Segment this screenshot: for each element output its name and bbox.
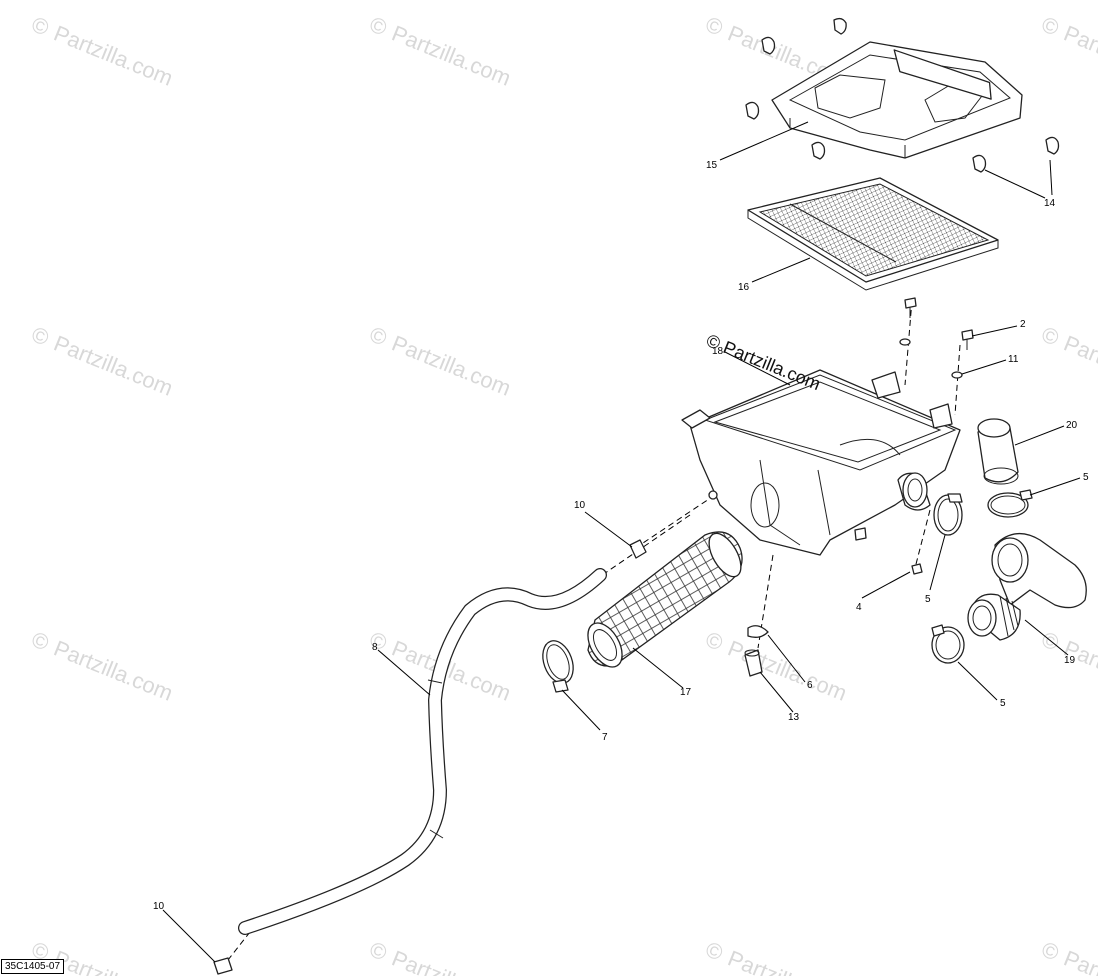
watermark: © <box>28 321 52 350</box>
drawing-number: 35C1405-07 <box>1 959 65 974</box>
callout-6: 6 <box>807 680 813 691</box>
cover-clips <box>745 17 1060 173</box>
callout-20: 20 <box>1066 420 1078 431</box>
drain-valve <box>744 625 769 677</box>
callout-14: 14 <box>1044 198 1056 209</box>
retainer <box>911 563 923 575</box>
washer <box>899 338 911 346</box>
callout-2: 2 <box>1020 319 1026 330</box>
callout-4: 4 <box>856 602 862 613</box>
watermark: © <box>1038 321 1062 350</box>
callout-5: 5 <box>925 594 931 605</box>
watermark: © <box>702 626 726 655</box>
callout-18: 18 <box>712 346 724 357</box>
watermark: © <box>1038 11 1062 40</box>
watermark: Partzilla.com <box>50 20 176 90</box>
watermark: © <box>28 626 52 655</box>
air-box-body <box>681 369 961 556</box>
callout-8: 8 <box>372 642 378 653</box>
callout-7: 7 <box>602 732 608 743</box>
callout-5: 5 <box>1000 698 1006 709</box>
pre-filter-cap <box>977 418 1019 485</box>
callout-11: 11 <box>1008 354 1019 365</box>
outlet-duct <box>967 533 1087 641</box>
callout-16: 16 <box>738 282 750 293</box>
callout-17: 17 <box>680 687 692 698</box>
watermark: Partzilla.com <box>1060 635 1098 705</box>
watermark: Partzilla.com <box>1060 945 1098 976</box>
watermark: Partzilla.com <box>388 945 514 976</box>
watermark: Partzilla.com <box>724 945 850 976</box>
watermark: Partzilla.com <box>50 945 176 976</box>
air-box-cover <box>771 41 1023 159</box>
intake-clamp <box>542 640 574 693</box>
hose-clamps <box>931 489 1033 664</box>
watermark: Partzilla.com <box>50 330 176 400</box>
watermark: © <box>702 11 726 40</box>
callout-15: 15 <box>706 160 718 171</box>
washer <box>951 371 963 379</box>
screws <box>904 297 974 350</box>
callouts: 15 14 16 2 18 11 20 5 10 4 5 19 8 6 17 5… <box>153 160 1089 912</box>
intake-bellows <box>587 531 743 668</box>
copyright-stamp: © Partzilla.com <box>704 330 824 394</box>
hose-fitting <box>629 539 647 559</box>
callout-10: 10 <box>574 500 586 511</box>
watermark: © <box>366 321 390 350</box>
callout-19: 19 <box>1064 655 1076 666</box>
watermark: © <box>1038 936 1062 965</box>
watermark: Partzilla.com <box>50 635 176 705</box>
watermark: Partzilla.com <box>1060 20 1098 90</box>
callout-10: 10 <box>153 901 165 912</box>
watermark: Partzilla.com <box>388 330 514 400</box>
watermark: © <box>366 626 390 655</box>
hose-fitting <box>213 957 233 975</box>
callout-5: 5 <box>1083 472 1089 483</box>
watermark: © <box>28 11 52 40</box>
watermark: © <box>366 936 390 965</box>
watermark: © <box>702 936 726 965</box>
watermark: © <box>366 11 390 40</box>
copyright-stamp-text: © Partzilla.com <box>704 330 824 394</box>
leader-lines <box>162 121 1081 963</box>
watermark: Partzilla.com <box>388 20 514 90</box>
watermark-layer: ©Partzilla.com ©Partzilla.com ©Partzilla… <box>28 11 1098 976</box>
vent-hose <box>238 568 607 935</box>
callout-13: 13 <box>788 712 800 723</box>
watermark: Partzilla.com <box>1060 330 1098 400</box>
air-filter <box>747 177 999 291</box>
watermark: Partzilla.com <box>724 635 850 705</box>
